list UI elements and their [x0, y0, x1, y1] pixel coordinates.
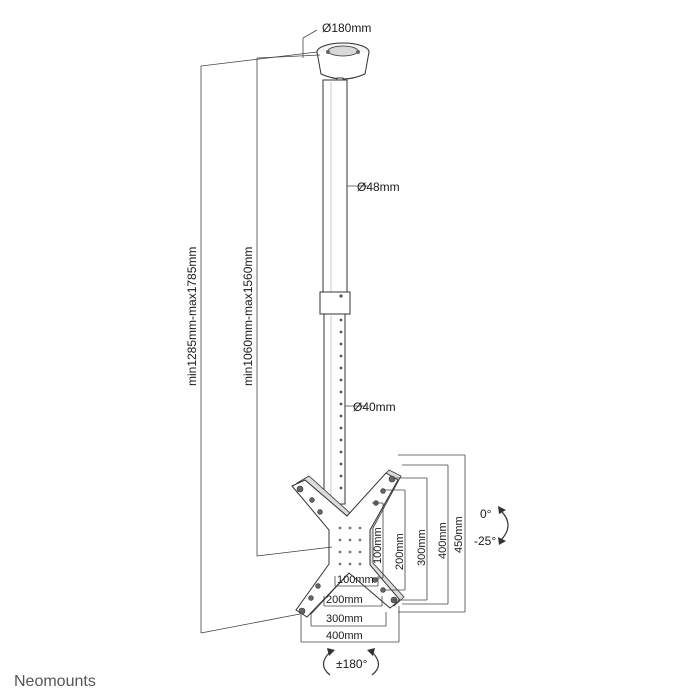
- total-height-label: min1285mm-max1785mm: [185, 247, 199, 386]
- rotation-label: ±180°: [336, 657, 368, 671]
- vertical-spacing-450-label: 450mm: [453, 516, 465, 553]
- height-adjust-holes: [339, 318, 343, 490]
- horizontal-spacing-400-label: 400mm: [326, 630, 363, 642]
- horizontal-spacing-100-label: 100mm: [337, 574, 374, 586]
- center-holes: [338, 526, 362, 566]
- vertical-spacing-300-label: 300mm: [416, 529, 428, 566]
- upper-pole: [319, 79, 351, 315]
- tilt-top-label: 0°: [480, 507, 492, 521]
- height-dimension-lines: [200, 51, 333, 634]
- horizontal-spacing-lines: [300, 576, 400, 643]
- diameter-leaders: [302, 29, 368, 407]
- lower-pole: [323, 313, 346, 505]
- upper-pole-diameter-label: Ø48mm: [357, 180, 400, 194]
- rotation-arc-icon: [322, 648, 380, 676]
- brand-logo: Neomounts: [14, 673, 96, 690]
- plate-diameter-label: Ø180mm: [322, 21, 371, 35]
- tilt-bottom-label: -25°: [474, 534, 496, 548]
- vertical-spacing-400-label: 400mm: [437, 522, 449, 559]
- vertical-spacing-lines: [372, 454, 466, 613]
- vertical-spacing-200-label: 200mm: [394, 533, 406, 570]
- horizontal-spacing-300-label: 300mm: [326, 613, 363, 625]
- tilt-arc-icon: [498, 506, 509, 545]
- vertical-spacing-100-label: 100mm: [372, 527, 384, 564]
- lower-pole-diameter-label: Ø40mm: [353, 400, 396, 414]
- pole-height-label: min1060mm-max1560mm: [241, 247, 255, 386]
- horizontal-spacing-200-label: 200mm: [326, 594, 363, 606]
